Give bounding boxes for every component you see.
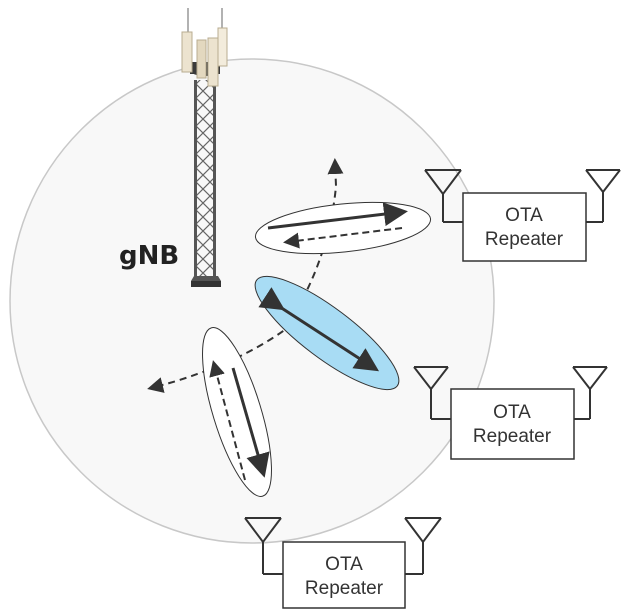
antenna-icon — [585, 169, 621, 223]
arrow-double-highlight — [258, 287, 380, 372]
repeater-label-line2: Repeater — [485, 229, 564, 250]
repeater-box — [450, 388, 575, 460]
repeater-label-line2: Repeater — [305, 578, 384, 599]
repeater-label-line1: OTA — [505, 205, 543, 226]
gnb-label: gNB — [119, 241, 179, 271]
coverage-area — [9, 58, 495, 544]
repeater-box — [462, 192, 587, 262]
antenna-icon — [244, 517, 283, 575]
antenna-icon — [572, 366, 608, 420]
repeater-label-line2: Repeater — [473, 426, 552, 447]
antenna-icon — [424, 169, 463, 223]
gnb-tower-icon — [181, 8, 228, 287]
arrow-dashed-lower — [209, 360, 246, 481]
antenna-icon — [413, 366, 451, 420]
ota-repeater-3: OTA Repeater — [244, 517, 442, 609]
arrow-solid-upper — [267, 202, 408, 230]
repeater-box — [282, 541, 406, 609]
repeater-label-line1: OTA — [325, 554, 363, 575]
antenna-icon — [404, 517, 442, 575]
arrow-dashed-upper — [283, 227, 403, 249]
ota-repeater-2: OTA Repeater — [413, 366, 608, 460]
arrow-solid-lower — [231, 367, 270, 478]
ota-repeater-1: OTA Repeater — [424, 169, 621, 262]
repeater-label-line1: OTA — [493, 402, 531, 423]
